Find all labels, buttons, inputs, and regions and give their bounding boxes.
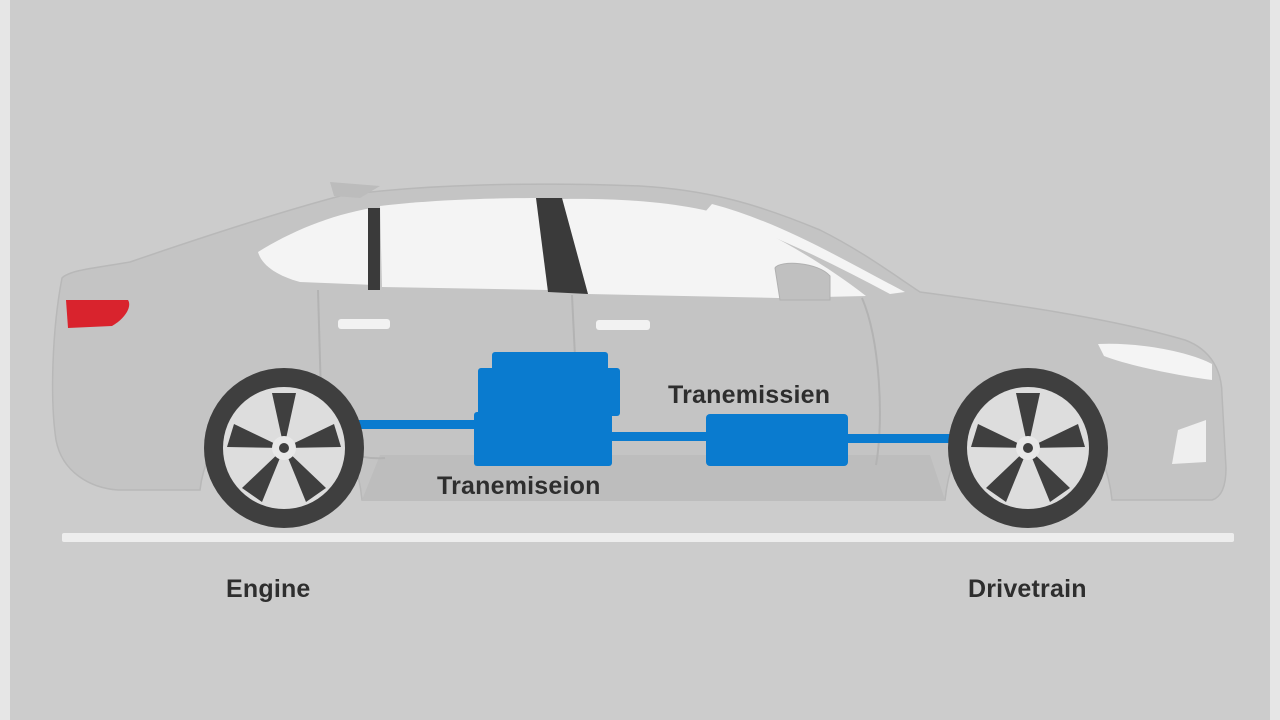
headlight-icon — [1098, 343, 1212, 380]
taillight-icon — [66, 300, 130, 328]
door-seam-front — [861, 297, 881, 466]
ground-line — [62, 533, 1234, 542]
wheel-icon — [948, 368, 1108, 528]
wheel-icon — [204, 368, 364, 528]
middle-window — [380, 198, 548, 290]
engine-label: Engine — [226, 575, 311, 603]
transmission-block — [706, 414, 848, 466]
windshield — [705, 204, 905, 294]
rocker-panel — [362, 455, 945, 500]
side-mirror — [774, 262, 831, 301]
front-bumper-accent — [1172, 420, 1206, 464]
rear-axle-shaft — [350, 420, 482, 429]
b-pillar — [368, 208, 380, 290]
c-pillar — [536, 198, 588, 294]
engine-block — [474, 352, 620, 466]
transmission-label-upper: Tranemissien — [668, 381, 831, 409]
left-edge-border — [0, 0, 10, 720]
rear-spoiler — [330, 182, 380, 198]
drive-shaft — [605, 432, 713, 441]
drivetrain-label: Drivetrain — [968, 575, 1087, 603]
door-handle-rear — [338, 319, 390, 329]
front-axle-shaft — [842, 434, 952, 443]
rear-window — [258, 208, 375, 285]
right-edge-border — [1270, 0, 1280, 720]
door-handle-front — [596, 320, 650, 330]
transmission-label-lower: Tranemiseion — [437, 472, 601, 500]
